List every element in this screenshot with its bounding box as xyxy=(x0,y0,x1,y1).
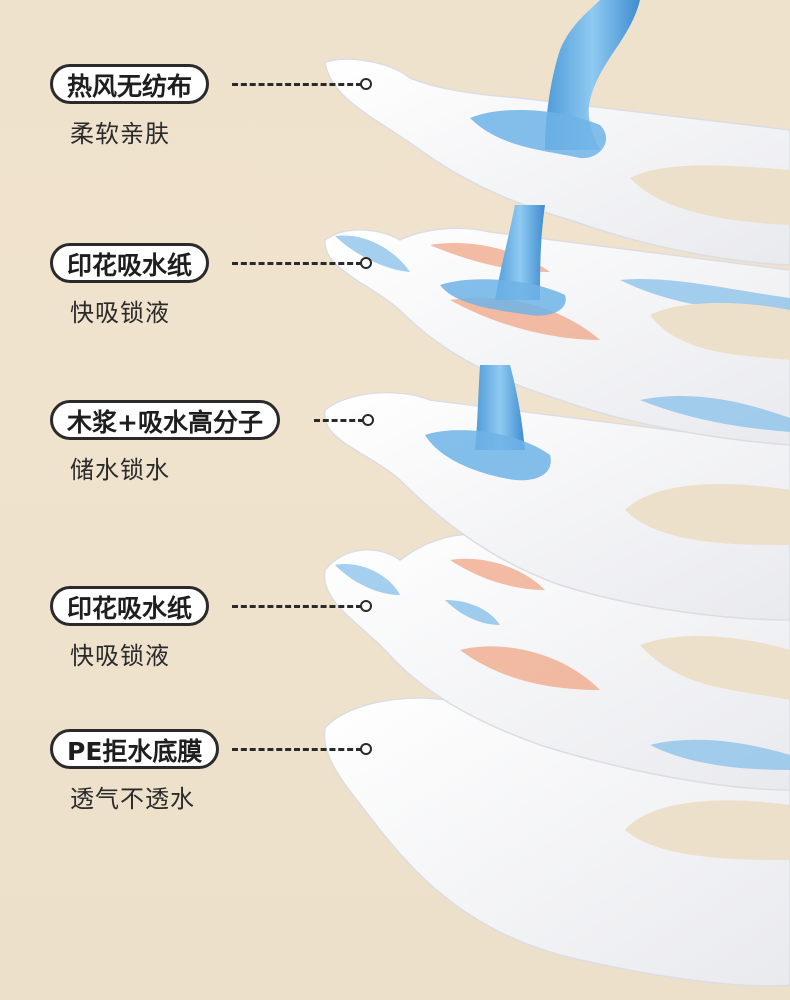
water-stream xyxy=(425,0,640,481)
layer-subtitle: 快吸锁液 xyxy=(70,642,170,670)
leader-line xyxy=(232,83,362,86)
layer-title: 木浆+吸水高分子 xyxy=(50,400,280,440)
sheet-layer-1 xyxy=(324,58,790,266)
layer-title: PE拒水底膜 xyxy=(50,729,220,769)
layer-label-4: 印花吸水纸 快吸锁液 xyxy=(0,586,790,676)
layer-label-1: 热风无纺布 柔软亲肤 xyxy=(0,64,790,154)
anchor-dot xyxy=(360,78,372,90)
layer-title: 印花吸水纸 xyxy=(50,586,210,626)
leader-line xyxy=(232,748,362,751)
anchor-dot xyxy=(360,743,372,755)
layer-label-3: 木浆+吸水高分子 储水锁水 xyxy=(0,400,790,490)
layer-subtitle: 透气不透水 xyxy=(70,785,195,813)
layer-title: 印花吸水纸 xyxy=(50,243,210,283)
leader-line xyxy=(232,605,362,608)
anchor-dot xyxy=(360,257,372,269)
anchor-dot xyxy=(360,600,372,612)
anchor-dot xyxy=(362,414,374,426)
sheet-layer-2 xyxy=(324,227,790,446)
layer-label-2: 印花吸水纸 快吸锁液 xyxy=(0,243,790,333)
layer-subtitle: 储水锁水 xyxy=(70,456,170,484)
leader-line xyxy=(314,419,364,422)
layer-label-5: PE拒水底膜 透气不透水 xyxy=(0,729,790,819)
leader-line xyxy=(232,262,362,265)
layer-subtitle: 柔软亲肤 xyxy=(70,120,170,148)
layer-title: 热风无纺布 xyxy=(50,64,210,104)
layer-subtitle: 快吸锁液 xyxy=(70,299,170,327)
